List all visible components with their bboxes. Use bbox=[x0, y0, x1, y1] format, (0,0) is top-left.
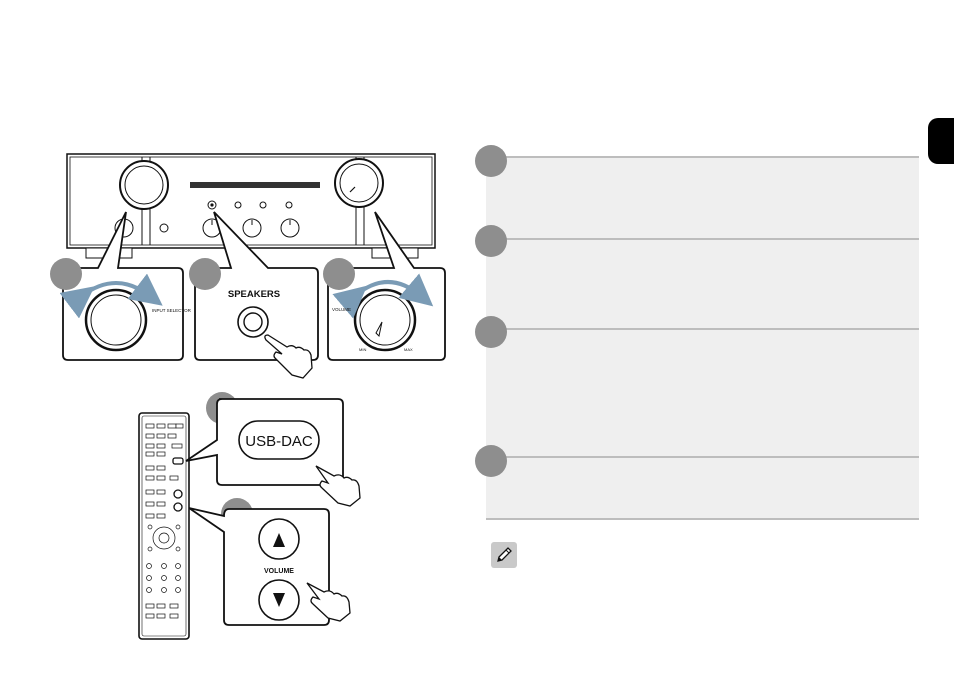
volume-max-label: MAX bbox=[404, 347, 413, 352]
callout-input-selector: INPUT SELECTOR bbox=[59, 211, 192, 361]
callout-volume-buttons: VOLUME bbox=[188, 507, 351, 626]
step-badge bbox=[189, 258, 221, 290]
step-number-1 bbox=[475, 145, 507, 177]
chapter-tab bbox=[928, 118, 954, 164]
section-divider bbox=[486, 518, 919, 520]
step-number-4 bbox=[475, 445, 507, 477]
speakers-label: SPEAKERS bbox=[228, 289, 280, 300]
remote-control bbox=[138, 412, 190, 640]
step-badge bbox=[50, 258, 82, 290]
pointing-hand-icon bbox=[264, 334, 313, 379]
usb-dac-label: USB-DAC bbox=[245, 433, 313, 450]
step-number-3 bbox=[475, 316, 507, 348]
pencil-icon bbox=[491, 542, 517, 568]
input-selector-label: INPUT SELECTOR bbox=[152, 308, 192, 313]
volume-panel-label: VOLUME bbox=[332, 307, 351, 312]
volume-min-label: MIN bbox=[359, 347, 366, 352]
volume-remote-label: VOLUME bbox=[264, 568, 294, 575]
callout-volume-knob: VOLUME MIN MAX bbox=[327, 211, 446, 361]
step-row-3 bbox=[486, 328, 919, 458]
step-row-4 bbox=[486, 456, 919, 520]
step-badge bbox=[323, 258, 355, 290]
step-row-2 bbox=[486, 238, 919, 330]
device-illustration: INPUT SELECTOR SPEAKERS VOLUME MIN MAX bbox=[50, 153, 446, 640]
callout-usb-dac: USB-DAC bbox=[185, 398, 361, 507]
step-row-1 bbox=[486, 156, 919, 240]
step-number-2 bbox=[475, 225, 507, 257]
amplifier-front-panel bbox=[66, 153, 436, 259]
